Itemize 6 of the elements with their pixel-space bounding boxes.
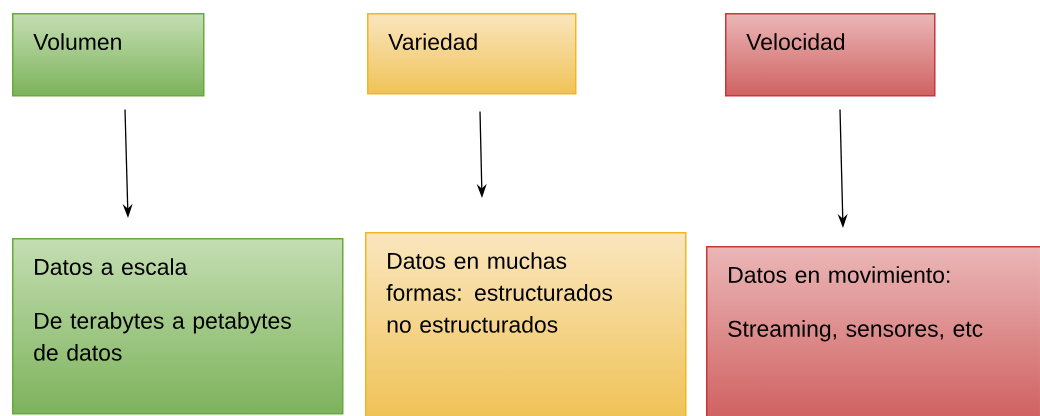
text-box: Volumen bbox=[12, 13, 205, 97]
text-box: Datos en movimiento: Streaming, sensores, etc bbox=[706, 246, 1040, 416]
text-box: Datos a escala De terabytes a petabytes de datos bbox=[12, 238, 344, 415]
text-box: Velocidad bbox=[725, 13, 936, 97]
text-box: Datos en muchas formas: estructurados no estructurados bbox=[365, 232, 687, 416]
text-box: Variedad bbox=[367, 13, 577, 95]
